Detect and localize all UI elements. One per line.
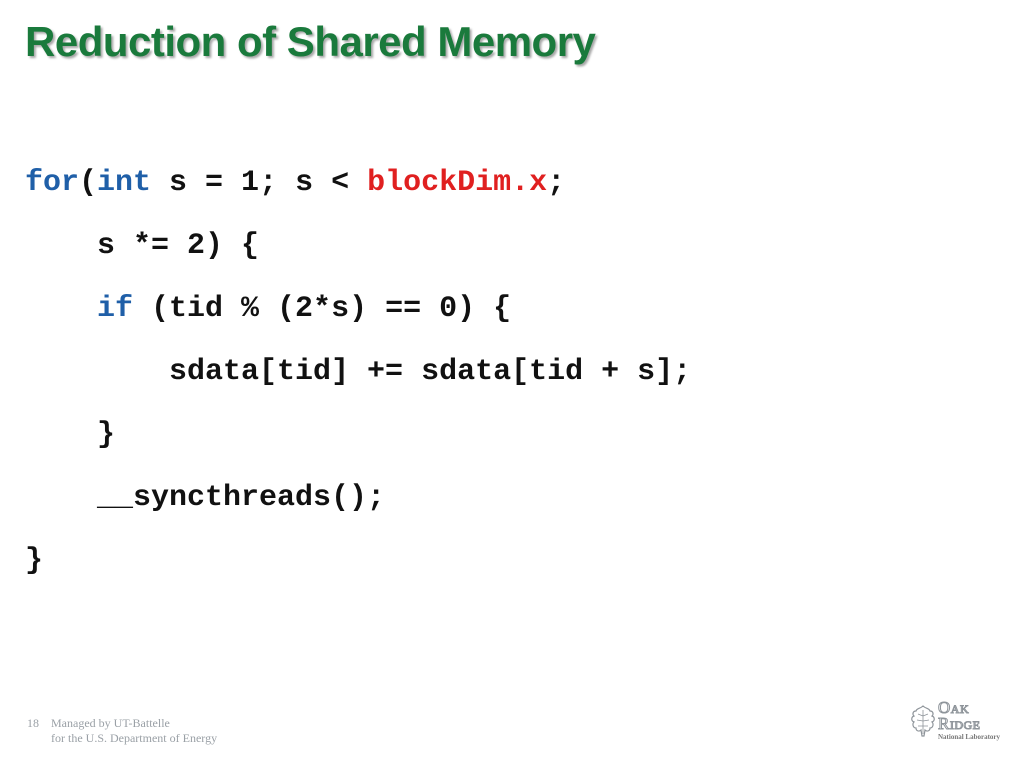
logo-lab: National Laboratory bbox=[938, 733, 1001, 741]
code-line: } bbox=[25, 404, 691, 467]
code-text: __syncthreads(); bbox=[25, 481, 386, 515]
code-text: sdata[tid] += sdata[tid + s]; bbox=[25, 355, 692, 389]
footer-line-1: Managed by UT-Battelle bbox=[51, 716, 170, 730]
code-line: } bbox=[25, 530, 691, 593]
footer-managed-text: Managed by UT-Battelle for the U.S. Depa… bbox=[51, 716, 217, 746]
page-number: 18 bbox=[27, 716, 39, 730]
logo-ridge: Ridge bbox=[937, 714, 981, 733]
ornl-logo: Oak Ridge National Laboratory bbox=[906, 698, 1006, 750]
logo-text: Oak Ridge National Laboratory bbox=[937, 698, 1001, 742]
code-text bbox=[25, 292, 97, 326]
code-text: } bbox=[25, 544, 44, 578]
code-keyword: for bbox=[25, 166, 80, 200]
code-line: sdata[tid] += sdata[tid + s]; bbox=[25, 341, 691, 404]
code-keyword: if bbox=[97, 292, 134, 326]
code-text: s = 1; s < bbox=[151, 166, 368, 200]
code-highlight: blockDim.x bbox=[367, 166, 548, 200]
logo-oak: Oak bbox=[937, 698, 970, 717]
code-text: s *= 2) { bbox=[25, 229, 260, 263]
oak-leaf-icon bbox=[911, 705, 935, 737]
code-line: for(int s = 1; s < blockDim.x; bbox=[25, 152, 691, 215]
code-block: for(int s = 1; s < blockDim.x; s *= 2) {… bbox=[25, 152, 691, 593]
code-text: (tid % (2*s) == 0) { bbox=[133, 292, 512, 326]
footer-line-2: for the U.S. Department of Energy bbox=[51, 731, 218, 745]
code-text: ; bbox=[547, 166, 566, 200]
code-text: } bbox=[25, 418, 116, 452]
code-text: ( bbox=[79, 166, 98, 200]
code-keyword: int bbox=[97, 166, 152, 200]
code-line: s *= 2) { bbox=[25, 215, 691, 278]
code-line: if (tid % (2*s) == 0) { bbox=[25, 278, 691, 341]
code-line: __syncthreads(); bbox=[25, 467, 691, 530]
slide-title: Reduction of Shared Memory bbox=[25, 18, 596, 65]
